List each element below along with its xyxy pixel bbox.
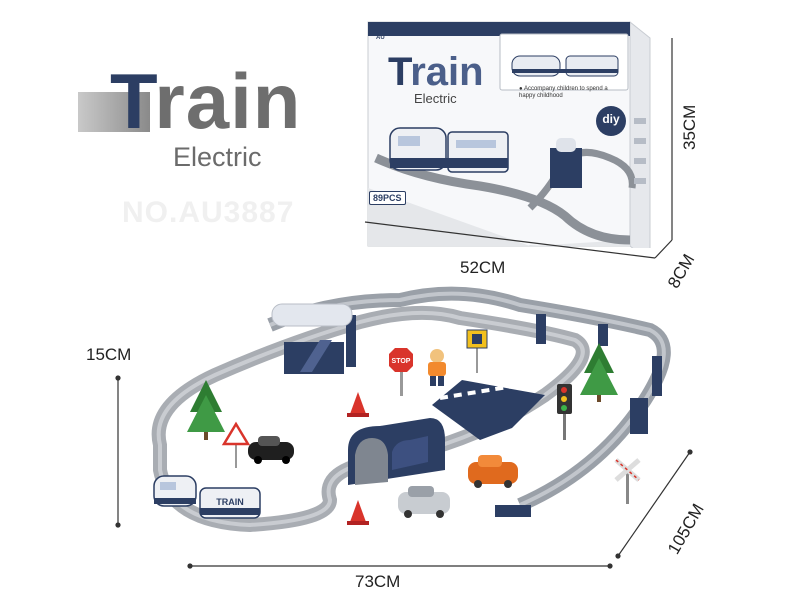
traffic-light bbox=[557, 384, 572, 440]
worker-figure bbox=[428, 349, 446, 386]
box-title-rest: rain bbox=[410, 50, 484, 94]
set-width-label: 73CM bbox=[355, 572, 401, 591]
railroad-crossing-sign bbox=[614, 458, 641, 504]
box-subtitle: Electric bbox=[414, 91, 457, 106]
product-box-graphic bbox=[367, 20, 651, 248]
stop-sign-label: STOP bbox=[392, 358, 411, 365]
headline-title: Train bbox=[110, 62, 301, 140]
track-end-ramp bbox=[495, 505, 531, 517]
headline-title-first: T bbox=[110, 57, 155, 145]
set-height-label: 15CM bbox=[86, 345, 132, 364]
box-pieces-badge: 89PCS bbox=[369, 191, 406, 205]
box-depth-line bbox=[654, 239, 673, 259]
box-height-label: 35CM bbox=[680, 104, 699, 150]
box-brand-logo: AU bbox=[376, 35, 385, 41]
headline-title-rest: rain bbox=[154, 57, 302, 145]
set-depth-line bbox=[617, 451, 691, 557]
traffic-cone-bottom bbox=[347, 500, 369, 525]
tree-left bbox=[187, 380, 225, 440]
stop-sign: STOP bbox=[389, 348, 413, 396]
tree-right bbox=[580, 343, 618, 402]
box-width-label: 52CM bbox=[460, 258, 506, 277]
black-car bbox=[248, 436, 294, 464]
box-width-line bbox=[364, 221, 656, 259]
box-tagline: ● Accompany children to spend a happy ch… bbox=[519, 86, 608, 99]
box-diy-badge: diy bbox=[596, 106, 626, 136]
product-box bbox=[360, 8, 651, 248]
track-pillars bbox=[346, 314, 662, 434]
train-label: TRAIN bbox=[216, 497, 244, 507]
tunnel-sign bbox=[466, 329, 488, 373]
headline-accent-bar bbox=[78, 92, 150, 132]
train: TRAIN bbox=[153, 475, 261, 519]
traffic-cone-top bbox=[347, 392, 369, 417]
tunnel bbox=[348, 418, 445, 485]
box-title-first: T bbox=[388, 50, 411, 94]
station-stairs bbox=[271, 303, 353, 374]
crossing-platform bbox=[432, 380, 545, 440]
orange-car bbox=[468, 455, 518, 488]
warning-sign bbox=[221, 421, 251, 468]
watermark: NO.AU3887 bbox=[122, 196, 295, 229]
box-title: Train bbox=[388, 52, 484, 92]
silver-car bbox=[398, 486, 450, 518]
headline-subtitle: Electric bbox=[173, 142, 262, 172]
